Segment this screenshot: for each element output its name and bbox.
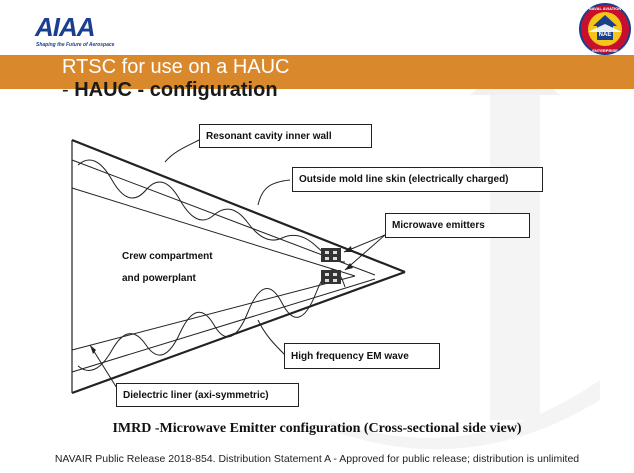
em-wave-upper <box>77 159 346 263</box>
label-microwave-emitters: Microwave emitters <box>385 213 530 238</box>
emblem-bottom-text: ENTERPRISE <box>592 48 618 53</box>
aiaa-logo-tagline: Shaping the Future of Aerospace <box>36 42 115 48</box>
leader-emitter-2 <box>344 234 386 271</box>
distribution-statement: NAVAIR Public Release 2018-854. Distribu… <box>54 453 580 465</box>
crew-boundary-bottom <box>71 275 356 351</box>
emblem-center-text: NAE <box>599 32 612 38</box>
crew-label-line1: Crew compartment <box>122 251 213 262</box>
aiaa-logo: AIAA Shaping the Future of Aerospace <box>35 12 155 52</box>
leader-em-wave <box>257 319 286 356</box>
crew-boundary-top <box>71 187 356 277</box>
emblem-top-text: NAVAL AVIATION <box>589 6 622 11</box>
crew-label-line2: and powerplant <box>122 273 196 284</box>
slide-title: RTSC for use on a HAUC <box>62 56 290 78</box>
microwave-emitter-blocks <box>321 248 341 284</box>
leader-dielectric <box>89 344 121 394</box>
label-high-frequency-em-wave: High frequency EM wave <box>284 343 440 369</box>
label-crew-compartment: Crew compartment and powerplant <box>122 246 232 290</box>
label-dielectric-liner: Dielectric liner (axi-symmetric) <box>116 383 299 407</box>
outer-skin-bottom <box>71 270 406 395</box>
title-band <box>0 55 634 89</box>
label-resonant-cavity-wall: Resonant cavity inner wall <box>199 124 372 148</box>
figure-caption: IMRD -Microwave Emitter configuration (C… <box>112 421 522 436</box>
inner-wall-bottom <box>71 278 376 373</box>
aiaa-logo-mark: AIAA <box>35 12 96 42</box>
subtitle-dash: - <box>62 79 75 101</box>
label-outside-mold-line-skin: Outside mold line skin (electrically cha… <box>292 167 543 192</box>
subtitle-bold: HAUC - configuration <box>74 79 278 101</box>
nae-emblem: NAE NAVAL AVIATION ENTERPRISE <box>579 3 631 55</box>
leader-outside-skin <box>257 179 291 206</box>
slide-subtitle: - HAUC - configuration <box>62 79 278 102</box>
em-wave-lower <box>77 269 346 371</box>
